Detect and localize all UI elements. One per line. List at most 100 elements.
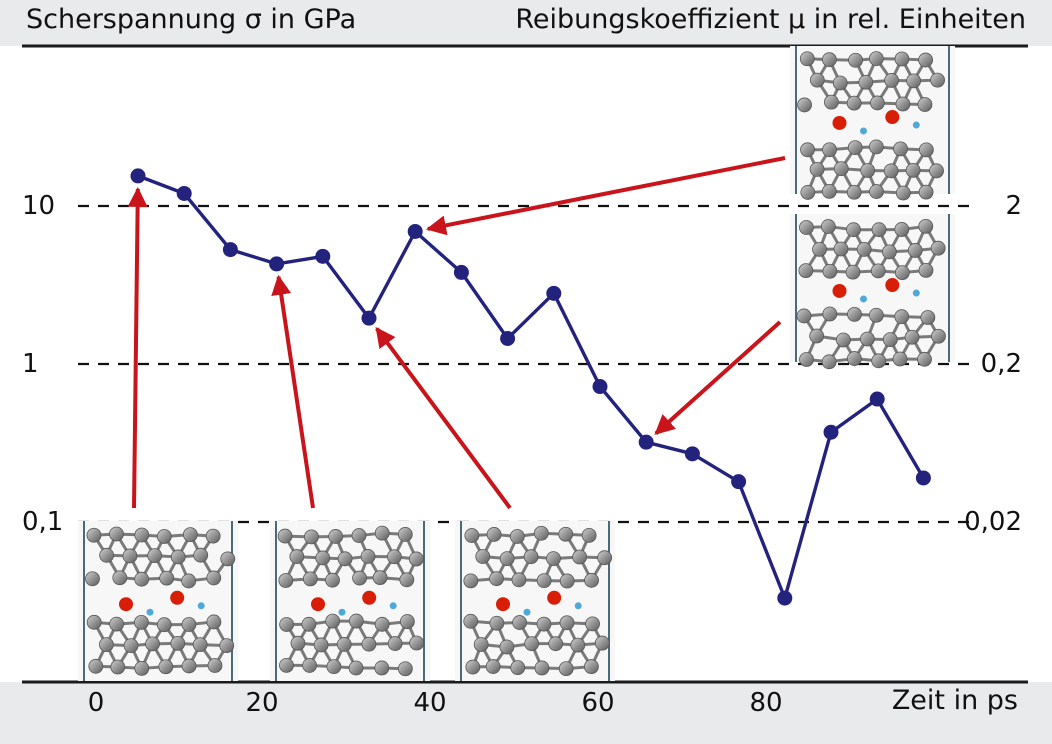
carbon-atom (536, 616, 552, 632)
hydrogen-atom (860, 127, 867, 135)
x-tick-80: 80 (749, 688, 783, 718)
carbon-atom (824, 94, 839, 110)
carbon-atom (489, 571, 504, 587)
carbon-atom (812, 241, 827, 257)
carbon-atom (134, 571, 150, 587)
carbon-atom (512, 615, 528, 630)
data-point-17 (915, 470, 931, 486)
carbon-atom (207, 658, 223, 673)
carbon-atom (534, 660, 550, 676)
hydrogen-atom (338, 608, 346, 616)
carbon-atom (85, 571, 100, 587)
carbon-atom (315, 550, 331, 566)
carbon-atom (170, 635, 186, 651)
carbon-atom (181, 573, 197, 589)
carbon-atom (509, 529, 525, 544)
hydrogen-atom (912, 289, 920, 297)
data-point-13 (731, 474, 747, 490)
oxygen-atom (362, 590, 377, 605)
carbon-atom (302, 571, 318, 587)
carbon-atom (809, 162, 825, 177)
molecule-snapshot-2 (455, 521, 615, 681)
carbon-atom (473, 637, 489, 652)
carbon-atom (112, 570, 128, 586)
oxygen-atom (119, 597, 133, 612)
data-point-5 (361, 310, 377, 326)
carbon-atom (799, 51, 815, 67)
carbon-atom (918, 184, 934, 200)
carbon-atom (220, 551, 236, 567)
molecule-snapshot-4 (790, 214, 955, 370)
carbon-atom (499, 551, 515, 567)
carbon-atom (558, 526, 574, 542)
carbon-atom (374, 660, 390, 676)
carbon-atom (279, 617, 295, 632)
data-series (130, 168, 931, 606)
carbon-atom (336, 637, 352, 652)
carbon-atom (583, 659, 599, 674)
carbon-atom (86, 527, 102, 543)
hydrogen-atom (146, 608, 154, 616)
molecule-snapshot-0 (78, 521, 238, 681)
carbon-atom (581, 528, 597, 543)
carbon-atom (917, 97, 933, 112)
carbon-atom (348, 660, 364, 676)
carbon-atom (206, 570, 222, 586)
carbon-atom (894, 309, 910, 325)
carbon-atom (147, 548, 163, 564)
carbon-atom (361, 636, 377, 652)
carbon-atom (313, 637, 329, 653)
carbon-atom (88, 658, 104, 674)
carbon-atom (584, 572, 599, 588)
annotation-arrow-0 (127, 186, 148, 509)
carbon-atom (800, 185, 816, 200)
carbon-atom (883, 163, 899, 179)
carbon-atom (822, 142, 837, 158)
carbon-atom (182, 527, 198, 543)
data-point-6 (407, 223, 423, 239)
annotation-arrow-2 (375, 327, 512, 510)
oxygen-atom (832, 283, 847, 298)
y-axis-label-left: Scherspannung σ in GPa (26, 4, 357, 35)
y-tick-right-0-2: 0,2 (980, 349, 1022, 379)
carbon-atom (918, 218, 934, 234)
carbon-atom (869, 184, 884, 199)
carbon-atom (399, 614, 415, 629)
carbon-atom (881, 244, 897, 260)
carbon-atom (906, 73, 922, 89)
data-point-12 (684, 446, 700, 462)
carbon-atom (594, 635, 610, 651)
carbon-atom (869, 95, 885, 111)
carbon-atom (485, 659, 501, 674)
carbon-atom (895, 96, 911, 112)
molecule-insets (78, 46, 955, 681)
x-tick-60: 60 (581, 688, 615, 718)
x-tick-0: 0 (87, 688, 105, 718)
carbon-atom (558, 661, 574, 677)
carbon-atom (904, 329, 920, 345)
carbon-atom (326, 659, 342, 675)
carbon-atom (833, 161, 849, 177)
carbon-atom (918, 142, 934, 158)
data-point-1 (176, 185, 192, 201)
carbon-atom (277, 528, 293, 544)
carbon-atom (907, 243, 923, 258)
carbon-atom (929, 163, 944, 179)
x-tick-40: 40 (413, 688, 447, 718)
carbon-atom (170, 549, 186, 565)
carbon-atom (884, 73, 900, 88)
carbon-atom (206, 614, 222, 630)
carbon-atom (822, 306, 838, 322)
carbon-atom (123, 638, 139, 654)
carbon-atom (109, 616, 125, 632)
x-axis-label: Zeit in ps (891, 685, 1018, 716)
carbon-atom (219, 638, 235, 653)
carbon-atom (920, 310, 936, 325)
annotation-arrow-4 (654, 320, 782, 435)
series-line (137, 174, 925, 600)
hydrogen-atom (860, 295, 867, 303)
carbon-atom (159, 570, 175, 586)
carbon-atom (570, 637, 586, 653)
